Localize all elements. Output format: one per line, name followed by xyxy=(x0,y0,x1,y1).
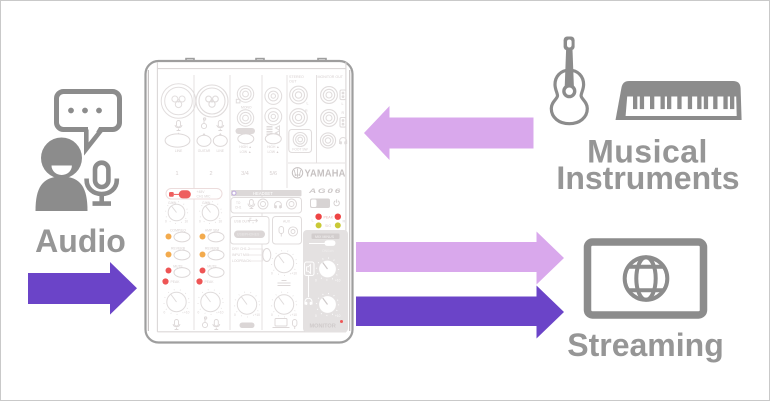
svg-text:R: R xyxy=(305,109,308,113)
svg-text:+10: +10 xyxy=(218,311,224,315)
svg-text:MONITOR: MONITOR xyxy=(310,324,336,330)
svg-text:+10: +10 xyxy=(292,272,298,276)
svg-text:+48V: +48V xyxy=(197,190,206,194)
svg-text:HEADSET: HEADSET xyxy=(253,191,273,196)
svg-text:PEAK: PEAK xyxy=(205,280,215,284)
svg-text:Streaming: Streaming xyxy=(567,327,723,363)
svg-text:0: 0 xyxy=(271,313,273,317)
svg-text:0: 0 xyxy=(315,314,317,318)
svg-text:SIG: SIG xyxy=(325,224,331,228)
svg-text:+10: +10 xyxy=(335,279,341,283)
svg-text:MONITOR OUT: MONITOR OUT xyxy=(318,75,344,79)
svg-text:0: 0 xyxy=(199,220,201,224)
svg-text:PEAK: PEAK xyxy=(324,215,334,219)
svg-text:3/4: 3/4 xyxy=(241,171,249,177)
svg-text:GAIN: GAIN xyxy=(202,201,211,205)
svg-text:DRY CH1-2: DRY CH1-2 xyxy=(232,247,250,251)
svg-text:L: L xyxy=(307,102,309,106)
svg-text:AUX: AUX xyxy=(283,220,291,224)
svg-text:1: 1 xyxy=(175,171,178,177)
svg-text:Musical: Musical xyxy=(587,134,708,170)
svg-text:MONO: MONO xyxy=(241,105,252,109)
svg-text:0: 0 xyxy=(315,279,317,283)
svg-text:MUTE: MUTE xyxy=(173,265,183,269)
svg-text:REVERB: REVERB xyxy=(205,247,220,251)
svg-text:LINE: LINE xyxy=(175,149,183,153)
svg-text:LINE: LINE xyxy=(217,149,225,153)
svg-text:R: R xyxy=(342,111,345,115)
svg-text:+10: +10 xyxy=(255,313,261,317)
svg-text:Audio: Audio xyxy=(35,223,126,259)
svg-text:+10: +10 xyxy=(292,313,298,317)
svg-text:OUT: OUT xyxy=(289,80,297,84)
svg-text:INPUT MIX: INPUT MIX xyxy=(232,253,250,257)
svg-text:HIGH ▲: HIGH ▲ xyxy=(239,145,251,149)
svg-text:+10: +10 xyxy=(184,311,190,315)
svg-text:REVERB: REVERB xyxy=(171,247,186,251)
svg-text:2: 2 xyxy=(209,171,212,177)
svg-text:PEAK: PEAK xyxy=(171,280,181,284)
svg-text:LOOPBACK: LOOPBACK xyxy=(232,259,251,263)
svg-text:MIX MINUS: MIX MINUS xyxy=(315,235,335,239)
svg-text:+10: +10 xyxy=(335,314,341,318)
svg-text:YAMAHA: YAMAHA xyxy=(305,168,346,179)
svg-text:USB OUT: USB OUT xyxy=(234,220,249,224)
svg-text:USB/PHONES: USB/PHONES xyxy=(237,233,260,237)
svg-text:L: L xyxy=(342,102,344,106)
svg-text:0: 0 xyxy=(165,220,167,224)
svg-text:Instruments: Instruments xyxy=(556,160,739,196)
svg-text:10: 10 xyxy=(185,220,189,224)
svg-text:COMP/EQ: COMP/EQ xyxy=(170,229,186,233)
svg-text:0: 0 xyxy=(234,313,236,317)
svg-text:HIGH ▲: HIGH ▲ xyxy=(267,145,279,149)
svg-text:MUTE: MUTE xyxy=(207,265,217,269)
svg-text:CH1 MIC: CH1 MIC xyxy=(197,194,211,198)
svg-text:GUITAR: GUITAR xyxy=(198,149,211,153)
svg-text:LOW ▲: LOW ▲ xyxy=(267,150,279,154)
svg-text:10: 10 xyxy=(219,220,223,224)
svg-text:R: R xyxy=(343,220,346,224)
svg-text:TO: TO xyxy=(236,201,241,205)
svg-text:LOW ▲: LOW ▲ xyxy=(240,150,252,154)
svg-text:FOOT SW: FOOT SW xyxy=(292,148,308,152)
svg-text:CH1: CH1 xyxy=(235,206,242,210)
svg-text:5/6: 5/6 xyxy=(269,171,277,177)
svg-text:STEREO: STEREO xyxy=(289,75,304,79)
svg-text:L: L xyxy=(312,219,314,223)
svg-text:0: 0 xyxy=(271,272,273,276)
svg-text:0: 0 xyxy=(164,311,166,315)
svg-text:AG06: AG06 xyxy=(308,187,342,195)
svg-text:ON/1ch: ON/1ch xyxy=(322,249,334,253)
svg-text:0: 0 xyxy=(198,311,200,315)
svg-text:GAIN: GAIN xyxy=(168,201,177,205)
svg-text:AMP SIM: AMP SIM xyxy=(205,229,219,233)
